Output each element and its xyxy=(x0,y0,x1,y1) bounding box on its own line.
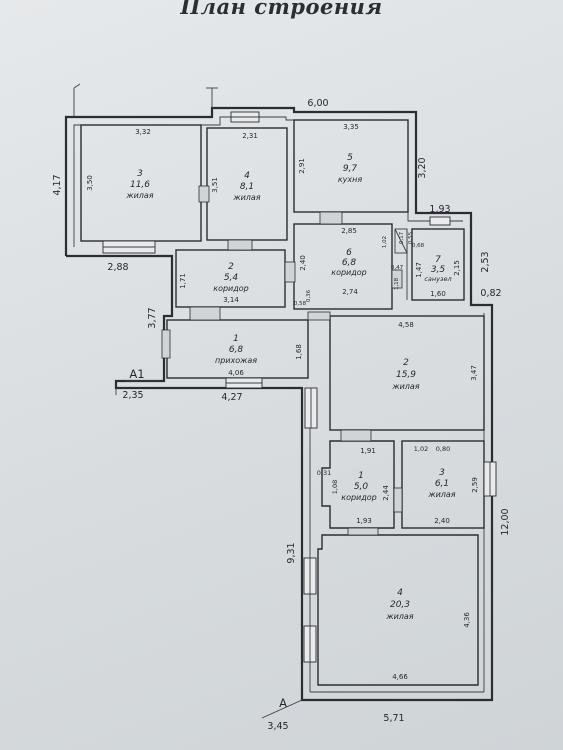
room-3-width: 3,32 xyxy=(135,128,151,136)
room-l2-area: 15,9 xyxy=(396,370,416,380)
dim-lower-bottom: 5,71 xyxy=(383,713,404,724)
room-l1-bottom: 1,93 xyxy=(356,517,372,525)
dim-right-upper: 3,20 xyxy=(417,157,428,178)
room-l4-number: 4 xyxy=(397,588,403,598)
room-7-area: 3,5 xyxy=(431,265,446,275)
room-6-number: 6 xyxy=(346,248,352,258)
room-l1-width: 1,91 xyxy=(360,447,376,455)
room-a-1 xyxy=(321,440,395,529)
dim-a1-bottom: 4,27 xyxy=(221,392,242,403)
room-6-dim-b: 0,36 xyxy=(306,289,312,302)
room-6-dim-c: 1,02 xyxy=(382,236,388,248)
dim-bottom-left: 2,88 xyxy=(107,262,128,273)
room-5-name: кухня xyxy=(338,175,363,184)
room-a-4 xyxy=(317,534,479,686)
room-1-width: 4,06 xyxy=(228,369,244,377)
dim-right-mid: 2,53 xyxy=(480,251,491,272)
room-3-number: 3 xyxy=(137,169,143,179)
room-l4-height: 4,36 xyxy=(463,612,471,628)
room-2-name: коридор xyxy=(213,284,249,293)
room-3-height: 3,50 xyxy=(86,175,94,191)
room-1-name: прихожая xyxy=(215,356,257,365)
room-2-width: 3,14 xyxy=(223,296,239,304)
room-l3-width: 2,40 xyxy=(434,517,450,525)
room-6-height: 2,40 xyxy=(299,255,307,271)
room-1-number: 1 xyxy=(233,334,239,344)
room-l2-height: 3,47 xyxy=(470,365,478,381)
room-4-number: 4 xyxy=(244,171,250,181)
room-l3-dim-a: 1,02 xyxy=(414,445,428,453)
room-7-number: 7 xyxy=(435,255,441,265)
room-l3-number: 3 xyxy=(439,468,445,478)
room-7-dim-a: 0,55 xyxy=(408,231,414,244)
dim-lower-block-left: 9,31 xyxy=(286,542,297,563)
dim-lower-corner: 3,45 xyxy=(267,721,288,732)
room-6-dim-a: 0,58 xyxy=(294,301,307,307)
room-l4-area: 20,3 xyxy=(390,600,410,610)
room-3-area: 11,6 xyxy=(130,180,150,190)
room-5-width: 3,35 xyxy=(343,123,359,131)
room-4-width: 2,31 xyxy=(242,132,258,140)
room-a1-5 xyxy=(293,119,409,213)
room-4-area: 8,1 xyxy=(240,182,254,192)
room-a-2 xyxy=(329,315,485,431)
room-6-dim-e: 1,18 xyxy=(394,277,400,290)
room-3-name: жилая xyxy=(125,191,153,200)
room-6-dim-d: 0,47 xyxy=(391,265,404,271)
room-a1-7 xyxy=(411,228,465,301)
room-7-height-right: 2,15 xyxy=(453,260,461,276)
room-7-dim-c: 0,17 xyxy=(399,231,405,244)
room-5-area: 9,7 xyxy=(343,164,358,174)
room-1-height: 1,68 xyxy=(295,344,303,360)
dim-right-lower: 12,00 xyxy=(500,508,511,535)
room-l1-dim-b: 1,08 xyxy=(331,480,339,494)
room-7-name: санузел xyxy=(424,275,451,283)
room-l2-width: 4,58 xyxy=(398,321,414,329)
room-l3-name: жилая xyxy=(427,490,455,499)
room-5-number: 5 xyxy=(347,153,353,163)
room-2-height: 1,71 xyxy=(179,273,187,289)
room-6-area: 6,8 xyxy=(342,258,357,268)
room-l1-area: 5,0 xyxy=(354,482,369,492)
room-7-width: 1,60 xyxy=(430,290,446,298)
room-2-number: 2 xyxy=(228,262,234,272)
dimension-and-room-labels: 6,00 4,17 2,88 3,77 3,20 1,93 2,53 0,82 … xyxy=(52,98,511,732)
room-l1-dim-a: 0,31 xyxy=(317,469,331,477)
room-6-bottom: 2,74 xyxy=(342,288,358,296)
windows xyxy=(102,111,497,663)
section-label-a: А xyxy=(279,696,287,710)
section-label-a1: А1 xyxy=(129,367,144,381)
room-l4-width: 4,66 xyxy=(392,673,408,681)
room-l3-height: 2,59 xyxy=(471,477,479,493)
dim-left: 4,17 xyxy=(52,174,63,195)
plan-title: План строения xyxy=(180,0,383,19)
room-l1-height: 2,44 xyxy=(382,485,390,501)
room-l3-dim-b: 0,80 xyxy=(436,445,450,453)
dim-top: 6,00 xyxy=(307,98,328,109)
room-l1-name: коридор xyxy=(341,493,377,502)
room-4-name: жилая xyxy=(232,193,260,202)
room-l3-area: 6,1 xyxy=(435,479,449,489)
room-7-height-left: 1,47 xyxy=(415,262,423,278)
room-6-name: коридор xyxy=(331,268,367,277)
dim-a1-corner: 2,35 xyxy=(122,390,143,401)
room-l2-name: жилая xyxy=(391,382,419,391)
room-7-dim-b: 0,68 xyxy=(412,243,425,249)
room-1-area: 6,8 xyxy=(229,345,244,355)
room-l1-number: 1 xyxy=(358,471,364,481)
rooms-lower xyxy=(317,315,485,686)
dim-lower-left: 3,77 xyxy=(147,307,158,328)
room-5-height: 2,91 xyxy=(298,158,306,174)
doors xyxy=(161,185,403,536)
dim-right-step: 0,82 xyxy=(480,288,501,299)
room-4-height: 3,51 xyxy=(211,177,219,193)
room-l2-number: 2 xyxy=(403,358,409,368)
room-6-width: 2,85 xyxy=(341,227,357,235)
dim-notch: 1,93 xyxy=(429,204,450,215)
room-2-area: 5,4 xyxy=(224,273,239,283)
room-l4-name: жилая xyxy=(385,612,413,621)
